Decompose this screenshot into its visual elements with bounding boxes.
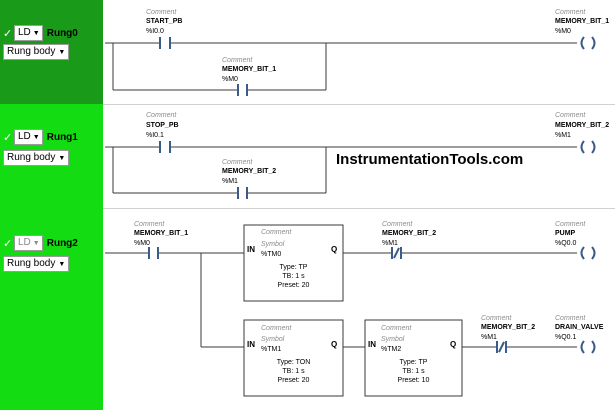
timer-block-tm0 [243,224,344,302]
timer-comment: Comment [261,325,292,332]
language-label: LD [18,237,31,248]
contact-name: MEMORY_BIT_1 [222,66,277,73]
contact-address: %I0.0 [146,28,164,35]
coil-name: MEMORY_BIT_1 [555,18,610,25]
rung-body-select[interactable]: Rung body▼ [3,256,70,272]
watermark-text: InstrumentationTools.com [336,151,524,168]
timer-comment: Comment [381,325,412,332]
rung2-title-row: ✓ LD▼ Rung2 [3,235,78,251]
language-select[interactable]: LD▼ [14,25,43,41]
timer-q-pin: Q [331,245,338,254]
caret-down-icon: ▼ [32,239,40,247]
caret-down-icon: ▼ [58,154,66,162]
timer-address: %TM1 [261,346,282,353]
contact-comment: Comment [382,221,413,228]
contact-name: MEMORY_BIT_2 [382,230,437,237]
timer-in-pin: IN [247,340,255,349]
contact-address: %M1 [481,334,497,341]
coil-address: %M1 [555,132,571,139]
contact-comment: Comment [146,112,177,119]
contact-name: MEMORY_BIT_2 [222,168,277,175]
coil-comment: Comment [555,315,586,322]
coil-comment: Comment [555,221,586,228]
timer-type: Type: TP [279,264,308,271]
contact-name: STOP_PB [146,122,179,129]
caret-down-icon: ▼ [32,133,40,141]
contact-address: %M1 [222,178,238,185]
rung-body-label: Rung body [7,46,56,57]
timer-address: %TM2 [381,346,402,353]
timer-comment: Comment [261,229,292,236]
coil-comment: Comment [555,112,586,119]
rung-separator [103,208,615,209]
coil-address: %Q0.0 [555,240,577,247]
contact-name: MEMORY_BIT_1 [134,230,189,237]
rung-body-label: Rung body [7,258,56,269]
language-label: LD [18,27,31,38]
contact-comment: Comment [222,57,253,64]
coil-address: %M0 [555,28,571,35]
timer-in-pin: IN [368,340,376,349]
contact-comment: Comment [222,159,253,166]
rung1-title-row: ✓ LD▼ Rung1 [3,129,78,145]
timer-symbol: Symbol [261,336,285,343]
timer-q-pin: Q [331,340,338,349]
timer-q-pin: Q [450,340,457,349]
timer-symbol: Symbol [261,241,285,248]
caret-down-icon: ▼ [58,48,66,56]
check-icon[interactable]: ✓ [3,131,13,144]
check-icon[interactable]: ✓ [3,27,13,40]
coil-name: DRAIN_VALVE [555,324,604,331]
timer-timebase: TB: 1 s [282,368,305,375]
coil-name: MEMORY_BIT_2 [555,122,610,129]
contact-address: %M1 [382,240,398,247]
language-label: LD [18,131,31,142]
coil-address: %Q0.1 [555,334,577,341]
timer-preset: Preset: 10 [397,377,430,384]
rung-name: Rung0 [46,27,78,39]
timer-block-tm2 [364,319,463,397]
contact-comment: Comment [146,9,177,16]
rung-separator [103,104,615,105]
contact-comment: Comment [481,315,512,322]
contact-address: %I0.1 [146,132,164,139]
rung-name: Rung1 [46,131,78,143]
coil-comment: Comment [555,9,586,16]
rung0-title-row: ✓ LD▼ Rung0 [3,25,78,41]
rung-body-select[interactable]: Rung body▼ [3,44,70,60]
timer-type: Type: TP [399,359,428,366]
caret-down-icon: ▼ [58,260,66,268]
coil-name: PUMP [555,230,576,237]
contact-address: %M0 [134,240,150,247]
contact-name: MEMORY_BIT_2 [481,324,536,331]
timer-timebase: TB: 1 s [282,273,305,280]
contact-address: %M0 [222,76,238,83]
caret-down-icon: ▼ [32,29,40,37]
timer-in-pin: IN [247,245,255,254]
check-icon[interactable]: ✓ [3,237,13,250]
language-select[interactable]: LD▼ [14,235,43,251]
contact-comment: Comment [134,221,165,228]
timer-symbol: Symbol [381,336,405,343]
timer-preset: Preset: 20 [277,377,310,384]
timer-address: %TM0 [261,251,282,258]
language-select[interactable]: LD▼ [14,129,43,145]
timer-type: Type: TON [276,359,311,366]
rung-body-select[interactable]: Rung body▼ [3,150,70,166]
rung-body-label: Rung body [7,152,56,163]
timer-timebase: TB: 1 s [402,368,425,375]
timer-preset: Preset: 20 [277,282,310,289]
timer-block-tm1 [243,319,344,397]
contact-name: START_PB [146,18,183,25]
rung-name: Rung2 [46,237,78,249]
